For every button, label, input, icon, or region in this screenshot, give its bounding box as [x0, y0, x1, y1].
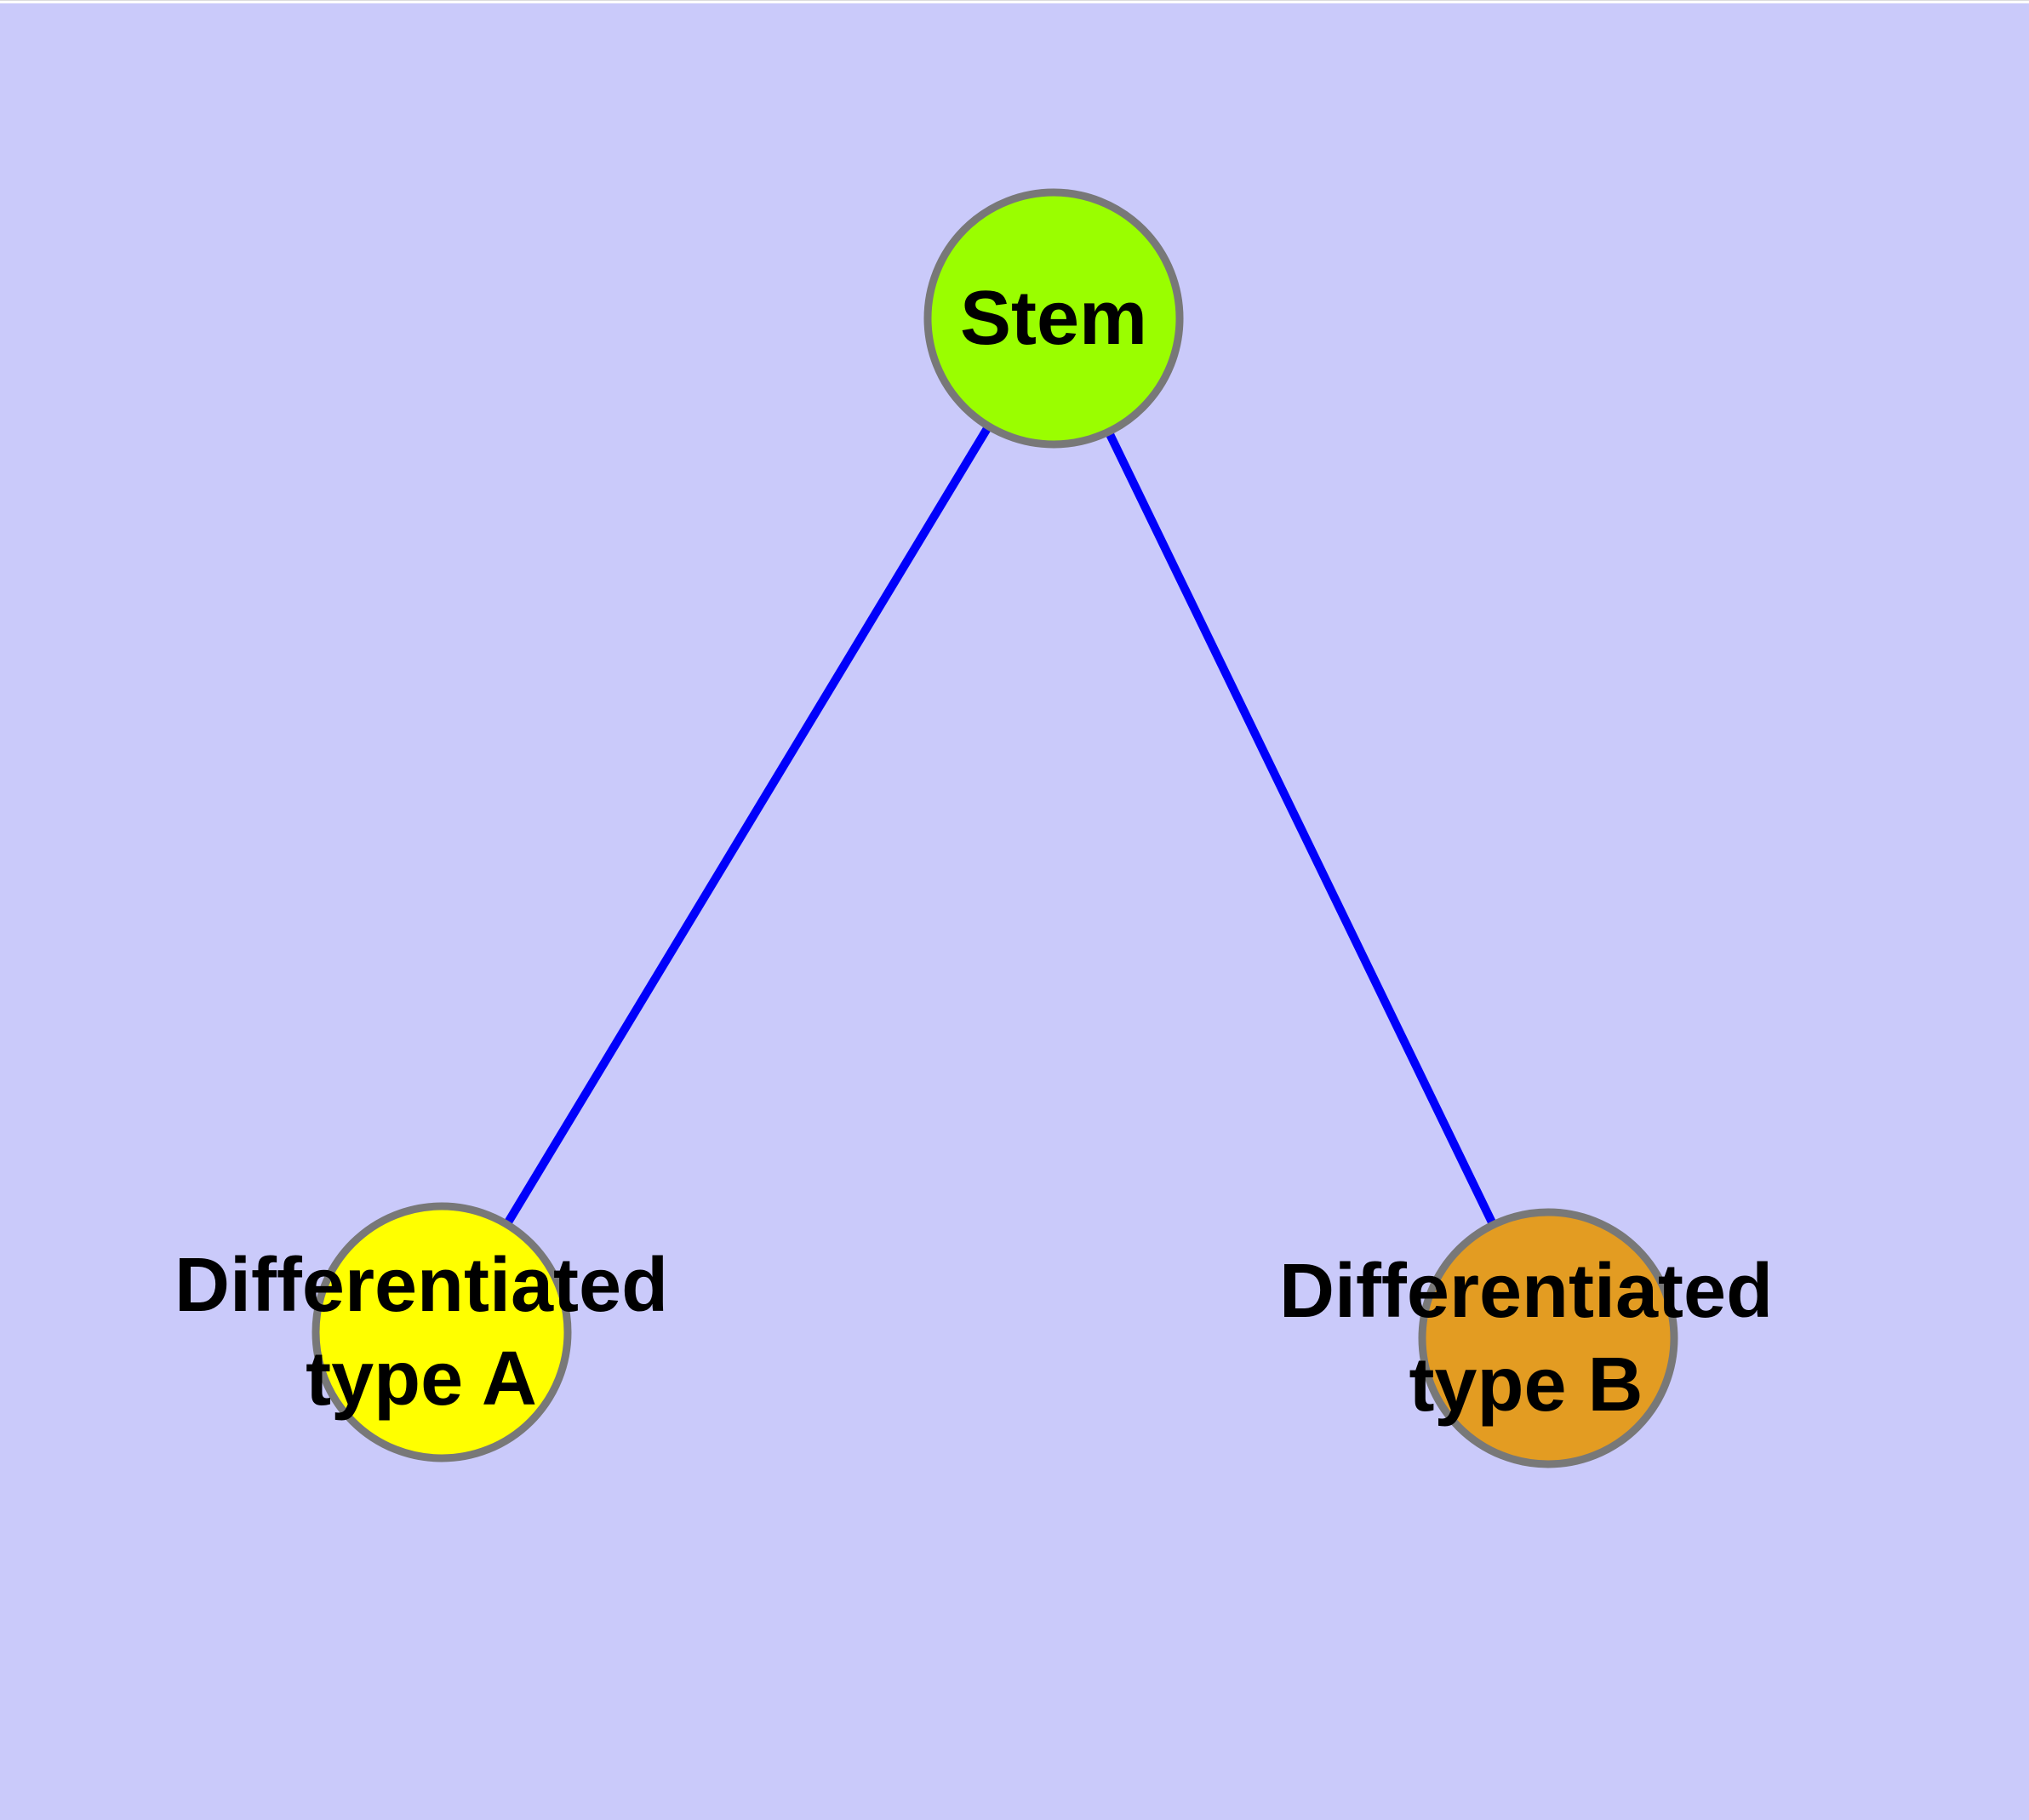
- node-stem-label: Stem: [959, 276, 1148, 361]
- edge-stem-to-type-a: [437, 316, 1058, 1335]
- node-type-a-label: Differentiated type A: [174, 1243, 669, 1422]
- edge-stem-to-type-b: [1049, 316, 1552, 1341]
- node-type-b-label: Differentiated type B: [1278, 1249, 1774, 1428]
- top-margin-strip: [0, 0, 2029, 3]
- node-type-a-circle: [311, 1202, 572, 1462]
- node-stem-circle: [923, 188, 1184, 449]
- node-type-b-circle: [1418, 1208, 1678, 1468]
